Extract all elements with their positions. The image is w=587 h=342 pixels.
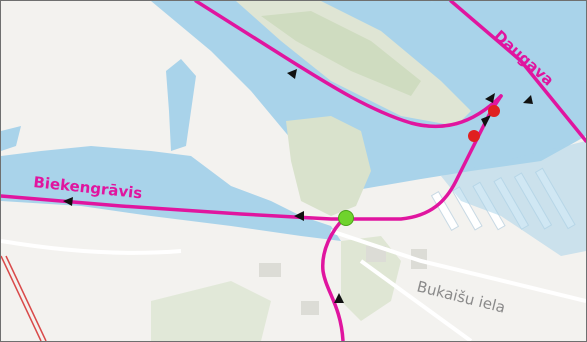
route-biekengravis (1, 94, 503, 221)
channel-water (166, 59, 196, 151)
highway-left (1, 255, 47, 341)
stop-marker-icon[interactable] (488, 105, 500, 117)
stop-marker-icon[interactable] (468, 130, 480, 142)
island-edge (261, 11, 421, 96)
river-branch-east (431, 1, 586, 81)
bay-water (1, 146, 341, 241)
harbor-water (441, 141, 586, 256)
park-west (151, 281, 271, 341)
channel-water-2 (1, 126, 21, 151)
arrow-icon (485, 93, 495, 103)
route-daugava (449, 1, 586, 143)
route-south-spur (321, 214, 348, 341)
arrow-icon (481, 115, 491, 127)
park-central (286, 116, 371, 216)
start-marker-icon[interactable] (338, 210, 354, 226)
street-network (1, 229, 586, 341)
arrow-icon (523, 95, 533, 104)
arrow-icon (294, 211, 304, 221)
route-north-loop (194, 1, 503, 129)
route-arrows (63, 69, 533, 303)
arrow-icon (334, 293, 344, 303)
buildings (259, 246, 427, 315)
arrow-icon (63, 197, 73, 206)
arrow-icon (287, 69, 297, 79)
